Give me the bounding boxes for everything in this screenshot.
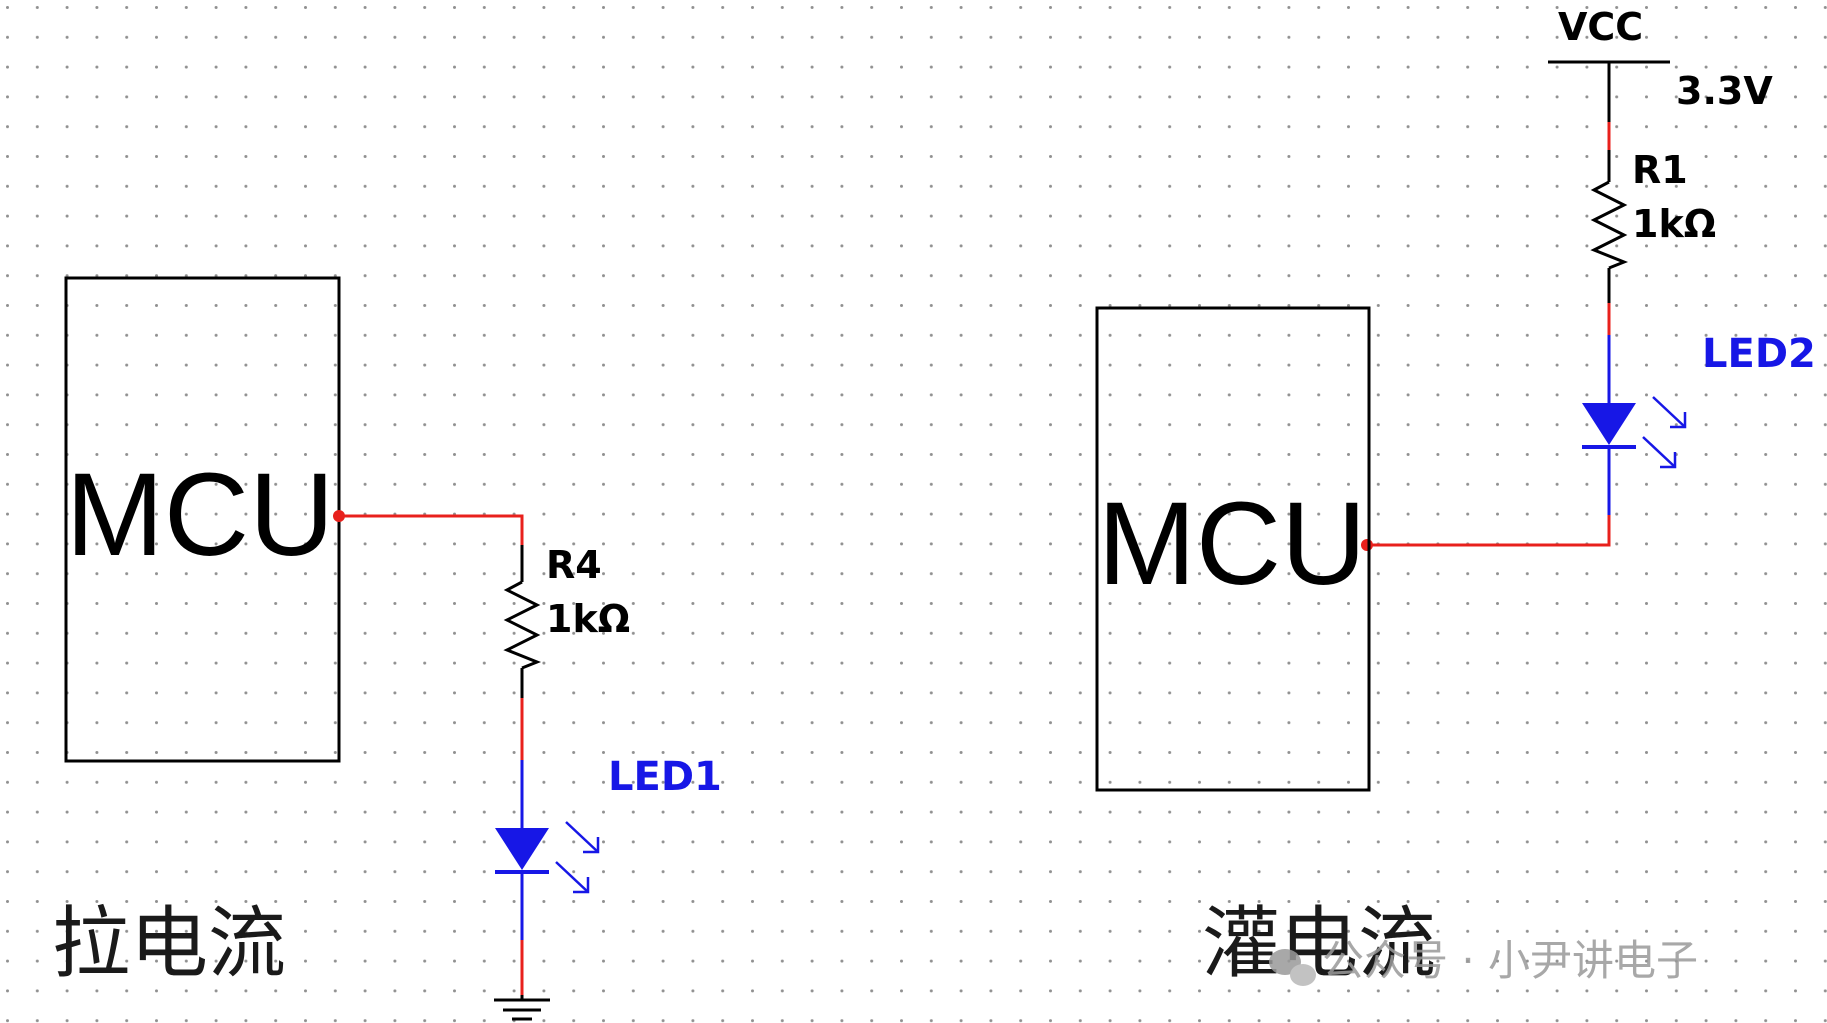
- pull-current-caption: 拉电流: [52, 899, 286, 989]
- mcu-label-left: MCU: [66, 449, 335, 581]
- resistor-r1[interactable]: [1590, 180, 1629, 270]
- wire-led2-to-mcu[interactable]: [1367, 515, 1611, 547]
- led1-ref-label: LED1: [608, 754, 722, 800]
- vcc-voltage-label: 3.3V: [1676, 69, 1773, 113]
- pull-current-circuit: MCU R4 1kΩ LED1 拉电流: [52, 276, 722, 1021]
- led1-light-arrows-icon: [555, 821, 600, 894]
- led1-diode-icon[interactable]: [495, 828, 549, 870]
- r1-ref-label: R1: [1632, 148, 1688, 192]
- led2-diode-icon[interactable]: [1582, 403, 1636, 445]
- wechat-icon: [1269, 949, 1316, 986]
- wire-mcu-to-r4[interactable]: [339, 514, 524, 545]
- watermark: 公众号 · 小尹讲电子: [1269, 936, 1698, 986]
- r1-value-label: 1kΩ: [1632, 202, 1716, 246]
- led2-light-arrows-icon: [1642, 396, 1687, 469]
- sink-current-caption: 灌电流: [1202, 899, 1436, 989]
- sink-current-circuit: VCC 3.3V R1 1kΩ LED2 MCU 灌电流: [1095, 5, 1816, 989]
- resistor-r4[interactable]: [503, 580, 542, 670]
- led2-ref-label: LED2: [1702, 331, 1816, 377]
- r4-value-label: 1kΩ: [546, 597, 630, 641]
- ground-icon: [494, 995, 550, 1021]
- mcu-label-right: MCU: [1098, 478, 1367, 610]
- watermark-text: 公众号 · 小尹讲电子: [1322, 936, 1698, 985]
- r4-ref-label: R4: [546, 543, 602, 587]
- vcc-label: VCC: [1558, 5, 1643, 49]
- mcu-block-right[interactable]: [1095, 306, 1371, 792]
